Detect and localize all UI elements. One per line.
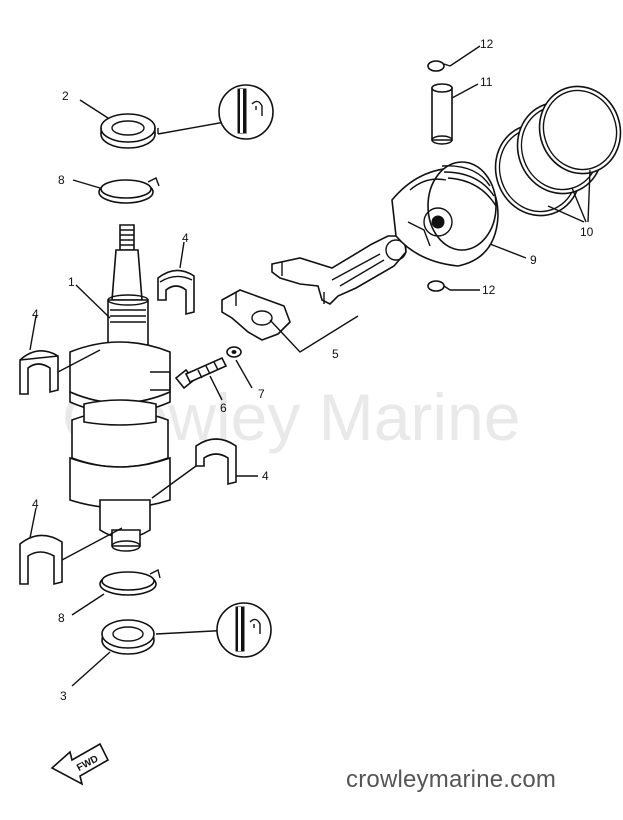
callout-9: 9 <box>530 253 537 267</box>
leader-3 <box>71 651 111 687</box>
bearing-upper-right[interactable] <box>157 269 195 316</box>
callout-7: 7 <box>258 387 265 401</box>
bearing-left[interactable] <box>19 350 59 395</box>
callout-1: 1 <box>68 275 75 289</box>
rod-bolt[interactable] <box>174 356 228 390</box>
leader-6 <box>209 375 223 401</box>
callout-11: 11 <box>480 75 493 89</box>
crankshaft[interactable] <box>69 224 171 552</box>
leader-8-bottom <box>71 593 105 616</box>
callout-8a: 8 <box>58 173 65 187</box>
leader-11 <box>451 83 479 99</box>
callout-8b: 8 <box>58 611 65 625</box>
callout-4c: 4 <box>262 469 269 483</box>
callout-4d: 4 <box>32 497 39 511</box>
connecting-rod[interactable] <box>271 235 407 305</box>
callout-3: 3 <box>60 689 67 703</box>
callout-10: 10 <box>580 225 594 239</box>
leader-9 <box>489 243 527 259</box>
forward-arrow-icon: FWD <box>50 742 110 786</box>
piston-ring-set[interactable] <box>483 75 623 228</box>
callout-2: 2 <box>62 89 69 103</box>
leader-4d <box>29 507 37 539</box>
callout-12a: 12 <box>480 37 494 51</box>
piston[interactable] <box>391 161 499 267</box>
leader-7 <box>235 359 253 389</box>
piston-pin-clip-bottom[interactable] <box>427 280 451 292</box>
callout-6: 6 <box>220 401 227 415</box>
grease-gun-icon <box>216 602 272 658</box>
callout-4a: 4 <box>182 231 189 245</box>
circlip-top[interactable] <box>98 177 160 204</box>
site-url[interactable]: crowleymarine.com <box>346 766 557 793</box>
connecting-rod-cap[interactable] <box>221 289 291 341</box>
bearing-right-middle[interactable] <box>195 438 237 486</box>
leader-8-top <box>72 179 101 189</box>
callout-12b: 12 <box>482 283 496 297</box>
oil-seal-bottom[interactable] <box>101 619 155 655</box>
callout-5: 5 <box>332 347 339 361</box>
leader-4d2 <box>61 527 123 561</box>
leader-4c2 <box>151 465 197 499</box>
piston-pin-clip-top[interactable] <box>427 60 451 72</box>
grease-gun-icon <box>218 84 274 140</box>
leader-1 <box>75 284 111 319</box>
leader-12a <box>449 45 481 67</box>
leader-4b2 <box>57 349 101 373</box>
bearing-lower-left[interactable] <box>19 534 63 586</box>
washer[interactable] <box>226 346 242 358</box>
leader-4a <box>179 241 185 269</box>
leader-2 <box>79 99 109 119</box>
piston-pin[interactable] <box>431 83 453 145</box>
callout-4b: 4 <box>32 307 39 321</box>
oil-seal-top[interactable] <box>100 113 156 149</box>
leader-4b <box>29 315 37 351</box>
leader-5 <box>269 315 359 353</box>
circlip-bottom[interactable] <box>99 568 161 596</box>
leader-10 <box>547 169 591 223</box>
